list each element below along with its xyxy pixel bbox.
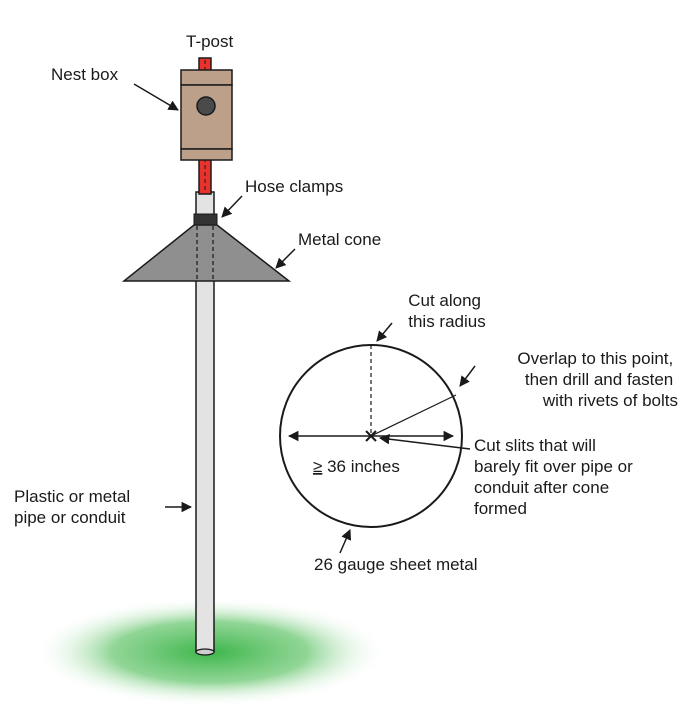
overlap-line — [370, 394, 457, 437]
label-cut-radius: Cut along this radius — [408, 291, 486, 331]
sheet-metal-arrow — [339, 529, 352, 554]
overlap-arrow — [459, 365, 476, 387]
pipe-bottom — [195, 648, 215, 656]
label-metal-cone: Metal cone — [298, 230, 381, 249]
metal-cone-arrow — [275, 248, 296, 269]
cut-radius-arrow — [376, 322, 393, 342]
cut-slits-arrow — [378, 433, 471, 450]
label-diameter: ≥ 36 inches — [313, 457, 400, 476]
diameter-symbol: ≥ — [313, 457, 322, 476]
label-overlap: Overlap to this point, then drill and fa… — [517, 349, 678, 410]
metal-cone — [121, 224, 292, 282]
center-slit-mark — [365, 430, 377, 442]
nest-box — [180, 69, 233, 161]
hose-clamp — [193, 213, 218, 226]
label-nest-box: Nest box — [51, 65, 119, 84]
label-pipe: Plastic or metal pipe or conduit — [14, 487, 135, 527]
label-sheet-metal: 26 gauge sheet metal — [314, 555, 478, 574]
nest-box-entrance — [196, 96, 216, 116]
diameter-value: 36 inches — [322, 457, 400, 476]
label-cut-slits: Cut slits that will barely fit over pipe… — [474, 436, 637, 518]
nest-box-arrow — [133, 83, 179, 111]
label-hose-clamps: Hose clamps — [245, 177, 343, 196]
label-t-post: T-post — [186, 32, 234, 51]
hose-clamps-arrow — [221, 195, 243, 218]
